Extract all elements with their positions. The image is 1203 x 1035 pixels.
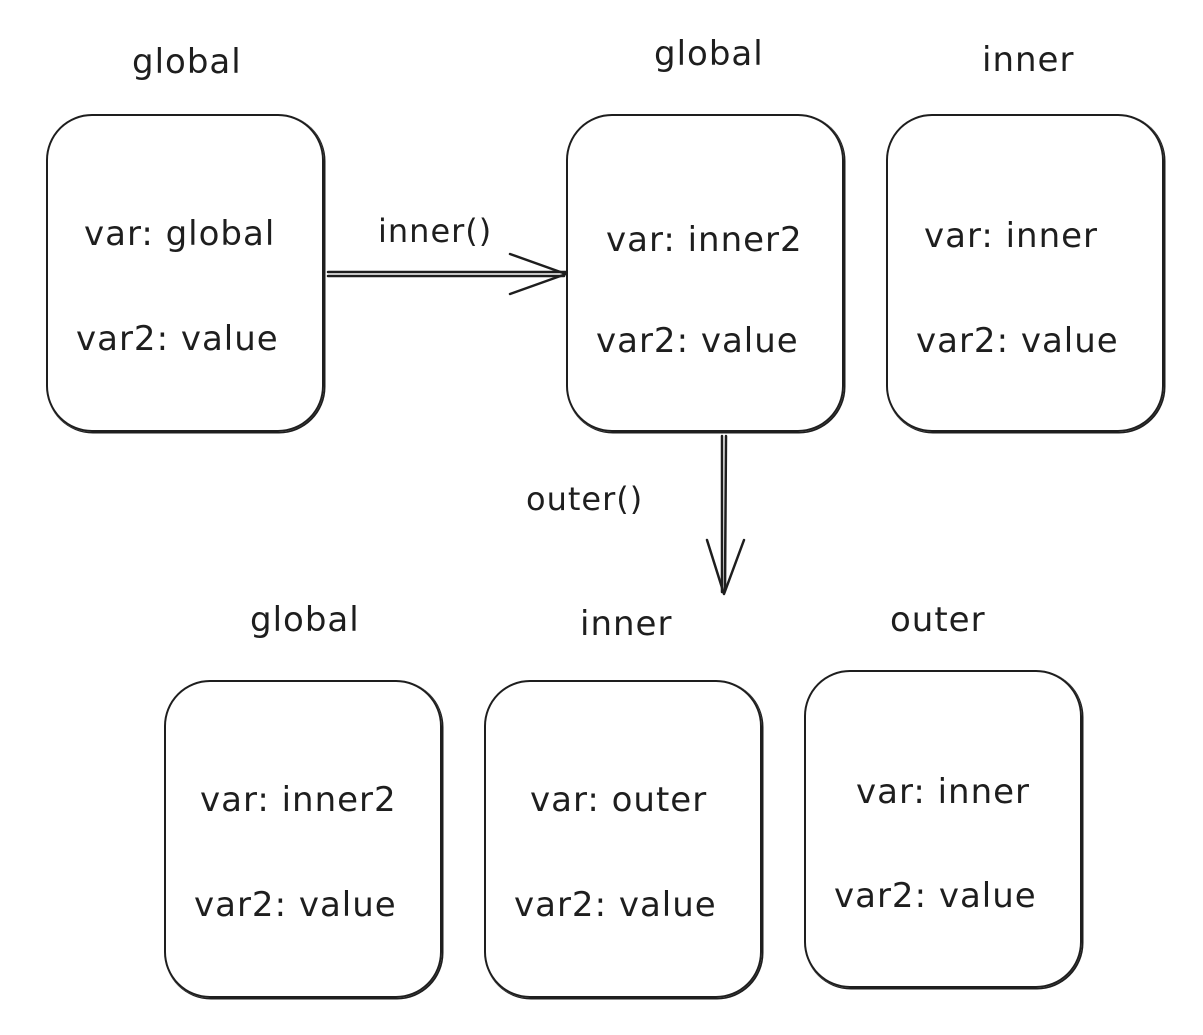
stage2-inner-var2-line: var2: value	[916, 321, 1119, 361]
stage2-global-scope-box: var: inner2 var2: value	[566, 114, 844, 432]
stage2-global-var2-line: var2: value	[596, 321, 799, 361]
outer-call-label: outer()	[526, 480, 644, 518]
stage3-inner-title: inner	[580, 604, 673, 644]
stage2-inner-scope-box: var: inner var2: value	[886, 114, 1164, 432]
stage1-global-var2-line: var2: value	[76, 319, 279, 359]
outer-call-arrow	[705, 434, 746, 596]
stage3-outer-title: outer	[890, 600, 986, 640]
stage3-outer-var2-line: var2: value	[834, 876, 1037, 916]
stage3-outer-var-line: var: inner	[856, 772, 1031, 812]
stage3-global-scope-box: var: inner2 var2: value	[164, 680, 442, 998]
stage1-global-var-line: var: global	[84, 214, 276, 254]
stage3-outer-scope-box: var: inner var2: value	[804, 670, 1082, 988]
stage3-global-var2-line: var2: value	[194, 885, 397, 925]
stage1-global-scope-box: var: global var2: value	[46, 114, 324, 432]
inner-call-label: inner()	[378, 212, 493, 250]
stage2-inner-var-line: var: inner	[924, 216, 1099, 256]
stage2-inner-title: inner	[982, 40, 1075, 80]
stage3-global-var-line: var: inner2	[200, 780, 397, 820]
stage3-inner-scope-box: var: outer var2: value	[484, 680, 762, 998]
stage3-inner-var2-line: var2: value	[514, 885, 717, 925]
stage2-global-var-line: var: inner2	[606, 220, 803, 260]
stage1-global-title: global	[132, 42, 242, 82]
stage2-global-title: global	[654, 34, 764, 74]
stage3-global-title: global	[250, 600, 360, 640]
stage3-inner-var-line: var: outer	[530, 780, 708, 820]
inner-call-arrow	[326, 252, 568, 296]
